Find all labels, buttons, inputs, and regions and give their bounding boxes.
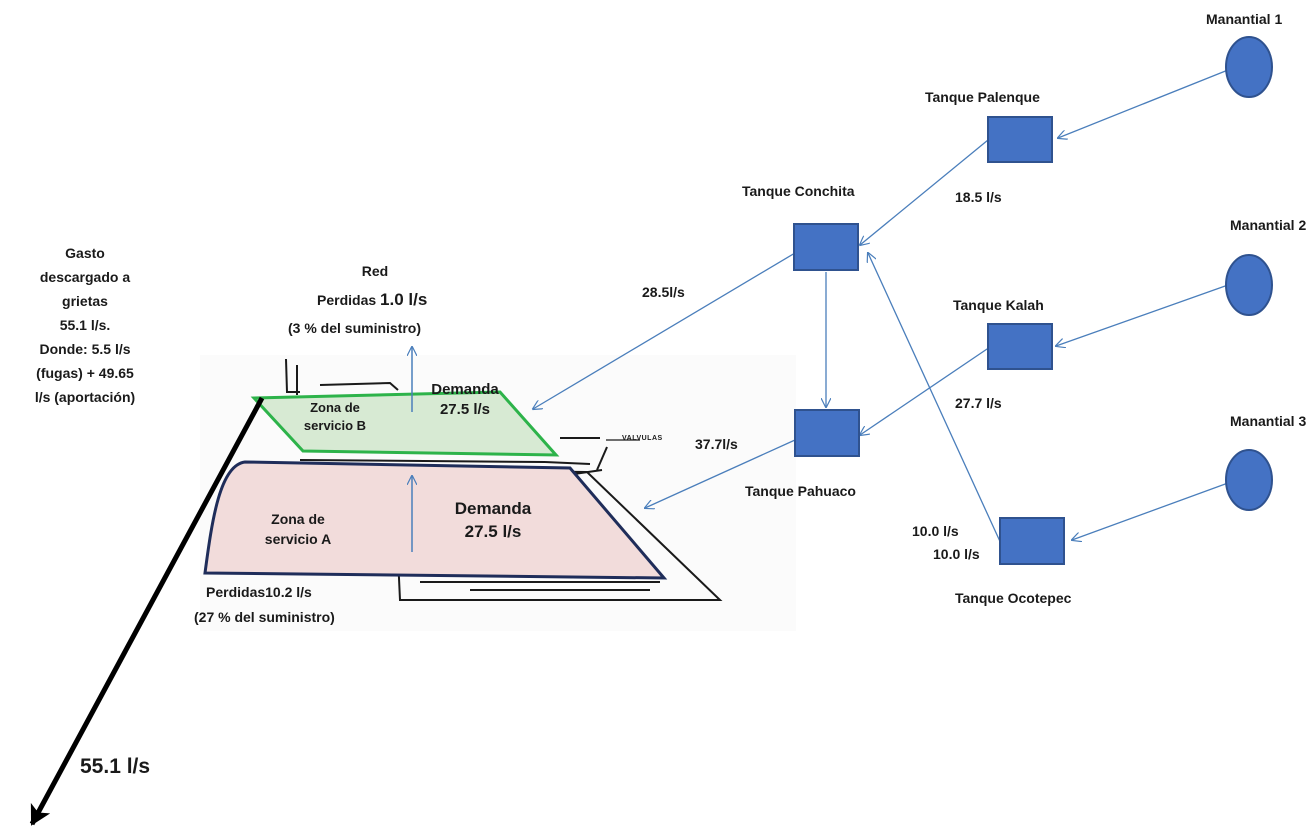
- link-m1-palenque: [1058, 69, 1229, 138]
- flow-conchita-zone-b: 28.5l/s: [642, 284, 685, 300]
- zone-b-red-title: Red: [361, 263, 389, 279]
- tank-kalah-node: [987, 323, 1053, 370]
- flow-kalah-pahuaco: 27.7 l/s: [955, 395, 1002, 411]
- discharge-line-7: l/s (aportación): [34, 389, 136, 406]
- flow-ocotepec-label-a: 10.0 l/s: [912, 523, 959, 539]
- link-kalah-pahuaco: [860, 346, 991, 435]
- tank-ocotepec-label: Tanque Ocotepec: [955, 590, 1072, 606]
- zone-b-demand-value: 27.5 l/s: [439, 400, 491, 418]
- discharge-line-6: (fugas) + 49.65: [36, 365, 134, 382]
- zone-a-demand-value: 27.5 l/s: [464, 521, 522, 541]
- zone-b-name: Zona de servicio B: [295, 399, 375, 435]
- discharge-description: Gasto descargado a grietas 55.1 l/s. Don…: [0, 241, 170, 410]
- flow-palenque-conchita: 18.5 l/s: [955, 189, 1002, 205]
- tank-pahuaco-node: [794, 409, 860, 457]
- zone-b-name-line1: Zona de: [310, 400, 360, 415]
- discharge-arrow-value: 55.1 l/s: [80, 755, 151, 778]
- zone-b-losses-prefix: Perdidas: [317, 292, 381, 308]
- spring-3-node: [1225, 449, 1273, 511]
- zone-a-name-line2: servicio A: [264, 531, 332, 548]
- zone-b-name-line2: servicio B: [303, 418, 367, 434]
- link-palenque-conchita: [860, 139, 989, 245]
- flow-ocotepec-label-b: 10.0 l/s: [933, 546, 980, 562]
- link-m2-kalah: [1056, 284, 1229, 346]
- valves-label: VALVULAS: [622, 435, 663, 442]
- tank-conchita-node: [793, 223, 859, 271]
- spring-1-label: Manantial 1: [1206, 11, 1283, 27]
- discharge-line-1: Gasto: [65, 245, 105, 261]
- discharge-line-3: grietas: [62, 293, 108, 310]
- zone-b-losses-line: Perdidas 1.0 l/s: [317, 290, 427, 310]
- flow-pahuaco-zone-a: 37.7l/s: [695, 436, 738, 452]
- zone-a-demand-label: Demanda: [454, 499, 532, 518]
- zone-b-demand-label: Demanda: [431, 381, 499, 398]
- zone-b-losses-share: (3 % del suministro): [288, 320, 422, 336]
- tank-conchita-label: Tanque Conchita: [742, 183, 855, 199]
- link-pahuaco-zone-a: [645, 439, 796, 508]
- tank-ocotepec-node: [999, 517, 1065, 565]
- zone-a-losses-share: (27 % del suministro): [194, 609, 335, 625]
- zone-a-name: Zona de servicio A: [248, 509, 348, 550]
- zone-a-losses: Perdidas10.2 l/s: [206, 584, 312, 600]
- discharge-line-4: 55.1 l/s.: [59, 317, 111, 334]
- discharge-line-5: Donde: 5.5 l/s: [39, 341, 131, 358]
- link-m3-ocotepec: [1072, 482, 1229, 540]
- spring-2-label: Manantial 2: [1230, 217, 1307, 233]
- network-links: [533, 69, 1229, 549]
- tank-pahuaco-label: Tanque Pahuaco: [745, 483, 856, 499]
- discharge-line-2: descargado a: [39, 269, 131, 286]
- discharge-arrow: [29, 396, 265, 826]
- tank-palenque-label: Tanque Palenque: [925, 89, 1040, 105]
- zone-b-demand: Demanda 27.5 l/s: [415, 380, 515, 419]
- spring-1-node: [1225, 36, 1273, 98]
- link-ocotepec-conchita: [868, 253, 1004, 549]
- zone-a-demand: Demanda 27.5 l/s: [438, 498, 548, 544]
- spring-2-node: [1225, 254, 1273, 316]
- link-conchita-zone-b: [533, 252, 796, 409]
- zone-b-shape: [250, 390, 560, 457]
- zone-a-shape: [203, 460, 668, 580]
- tank-kalah-label: Tanque Kalah: [953, 297, 1044, 313]
- tank-palenque-node: [987, 116, 1053, 163]
- zone-b-losses-value: 1.0 l/s: [380, 290, 428, 309]
- spring-3-label: Manantial 3: [1230, 413, 1307, 429]
- zone-a-name-line1: Zona de: [271, 511, 325, 527]
